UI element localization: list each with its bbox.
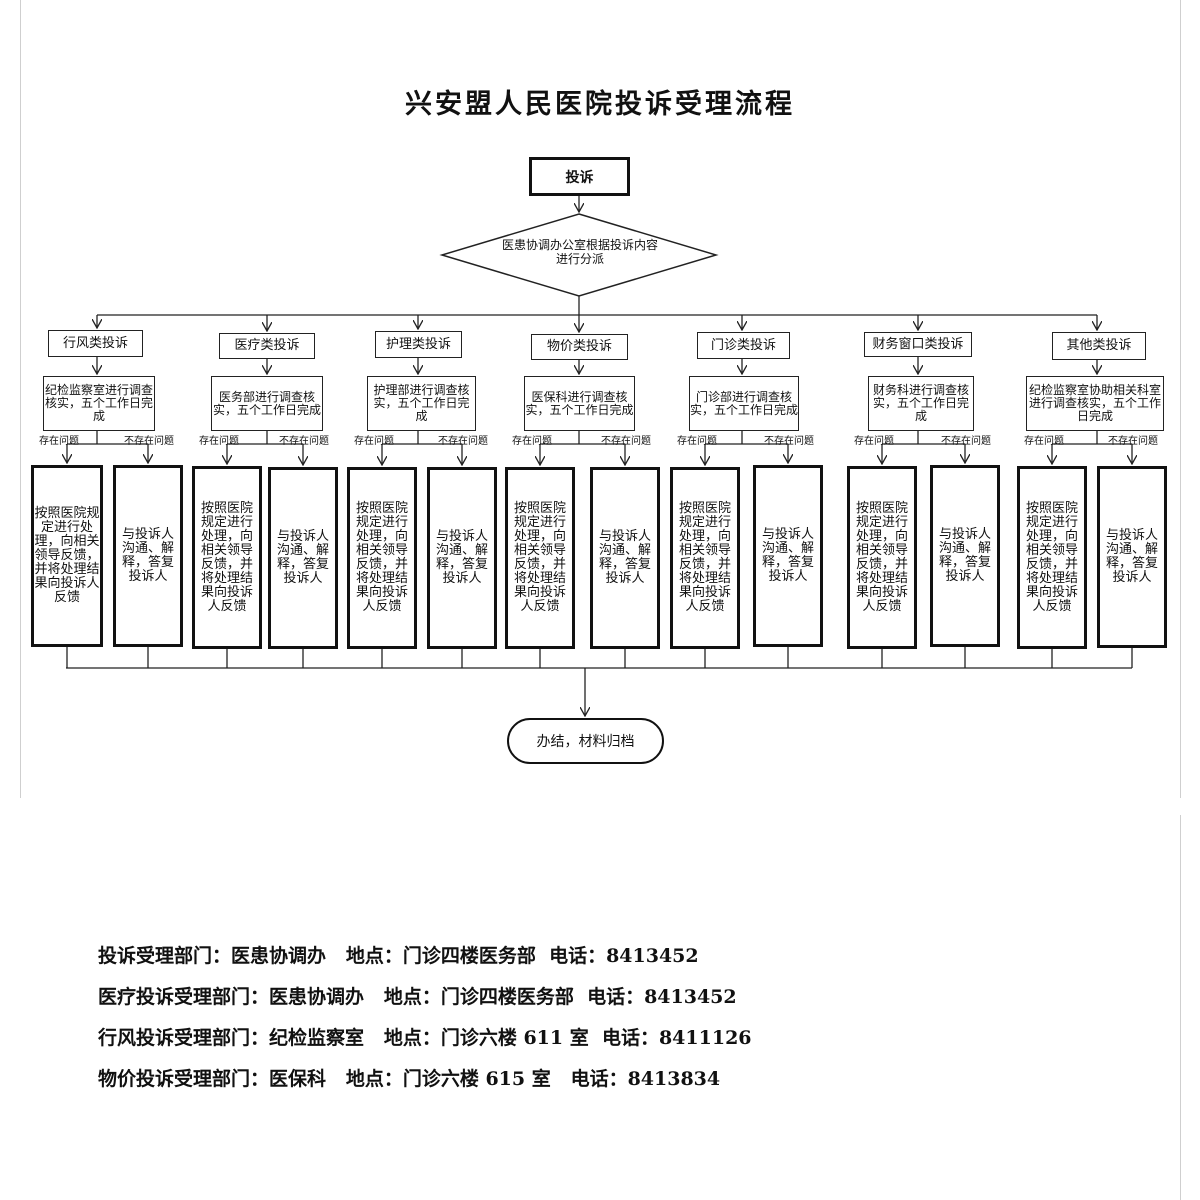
exists-label: 存在问题 [1024,436,1064,447]
connector-lines [0,196,1200,800]
outcome-explain-box-text: 与投诉人沟通、解释，答复投诉人 [435,529,488,586]
outcome-explain-box: 与投诉人沟通、解释，答复投诉人 [113,465,183,647]
exists-label: 存在问题 [199,436,239,447]
outcome-explain-box-text: 与投诉人沟通、解释，答复投诉人 [121,527,174,584]
category-box-text: 其他类投诉 [1066,338,1132,353]
category-box-text: 行风类投诉 [62,335,128,351]
category-box: 物价类投诉 [531,334,628,360]
not-exists-label: 不存在问题 [941,436,991,447]
investigation-box-text: 医务部进行调查核实，五个工作日完成 [212,389,321,417]
not-exists-label: 不存在问题 [438,436,488,447]
category-box-text: 门诊类投诉 [710,337,776,353]
outcome-explain-box-text: 与投诉人沟通、解释，答复投诉人 [1105,528,1158,585]
investigation-box: 护理部进行调查核实，五个工作日完成 [367,376,476,431]
investigation-box: 医务部进行调查核实，五个工作日完成 [211,376,323,431]
outcome-handle-box: 按照医院规定进行处理，向相关领导反馈，并将处理结果向投诉人反馈 [1017,466,1087,649]
outcome-handle-box: 按照医院规定进行处理，向相关领导反馈，并将处理结果向投诉人反馈 [31,465,103,647]
complaint-start-box: 投诉 [529,157,630,196]
not-exists-label: 不存在问题 [124,436,174,447]
category-box-text: 医疗类投诉 [234,338,300,353]
not-exists-label: 不存在问题 [1108,436,1158,447]
outcome-handle-box: 按照医院规定进行处理，向相关领导反馈，并将处理结果向投诉人反馈 [505,467,575,649]
outcome-handle-box: 按照医院规定进行处理，向相关领导反馈，并将处理结果向投诉人反馈 [670,467,740,649]
investigation-box: 纪检监察室进行调查核实，五个工作日完成 [43,376,155,431]
outcome-handle-box: 按照医院规定进行处理，向相关领导反馈，并将处理结果向投诉人反馈 [347,467,417,649]
category-box-text: 财务窗口类投诉 [872,336,964,352]
outcome-handle-box: 按照医院规定进行处理，向相关领导反馈，并将处理结果向投诉人反馈 [192,466,262,649]
exists-label: 存在问题 [512,436,552,447]
outcome-explain-box: 与投诉人沟通、解释，答复投诉人 [930,465,1000,647]
final-archive-box: 办结，材料归档 [507,718,664,764]
contact-info: 投诉受理部门：医患协调办 地点：门诊四楼医务部 电话：8413452 医疗投诉受… [98,936,752,1100]
dispatch-decision-text: 医患协调办公室根据投诉内容进行分派 [501,238,658,266]
page-border-left [20,0,21,798]
exists-label: 存在问题 [39,436,79,447]
not-exists-label: 不存在问题 [601,436,651,447]
outcome-explain-box: 与投诉人沟通、解释，答复投诉人 [590,467,660,649]
not-exists-label: 不存在问题 [764,436,814,447]
category-box-text: 护理类投诉 [385,336,451,352]
contact-row: 物价投诉受理部门：医保科 地点：门诊六楼 615 室 电话：8413834 [98,1068,721,1090]
outcome-handle-box-text: 按照医院规定进行处理，向相关领导反馈，并将处理结果向投诉人反馈 [855,500,908,614]
investigation-box-text: 纪检监察室协助相关科室进行调查核实，五个工作日完成 [1028,383,1161,423]
outcome-handle-box-text: 按照医院规定进行处理，向相关领导反馈，并将处理结果向投诉人反馈 [678,501,731,614]
not-exists-label: 不存在问题 [279,436,329,447]
page-title: 兴安盟人民医院投诉受理流程 [405,89,795,120]
investigation-box-text: 医保科进行调查核实，五个工作日完成 [525,389,634,417]
investigation-box-text: 门诊部进行调查核实，五个工作日完成 [690,389,799,417]
outcome-handle-box-text: 按照医院规定进行处理，向相关领导反馈，并将处理结果向投诉人反馈 [513,501,566,614]
outcome-handle-box-text: 按照医院规定进行处理，向相关领导反馈，并将处理结果向投诉人反馈 [355,501,408,614]
exists-label: 存在问题 [854,436,894,447]
category-box: 其他类投诉 [1052,332,1146,360]
contact-row: 医疗投诉受理部门：医患协调办 地点：门诊四楼医务部 电话：8413452 [98,986,737,1008]
category-box: 门诊类投诉 [697,332,790,359]
outcome-explain-box-text: 与投诉人沟通、解释，答复投诉人 [276,529,329,586]
exists-label: 存在问题 [354,436,394,447]
investigation-box: 财务科进行调查核实，五个工作日完成 [868,376,974,431]
outcome-explain-box: 与投诉人沟通、解释，答复投诉人 [427,467,497,649]
outcome-handle-box-text: 按照医院规定进行处理，向相关领导反馈，并将处理结果向投诉人反馈 [34,506,100,605]
investigation-box: 纪检监察室协助相关科室进行调查核实，五个工作日完成 [1026,376,1164,431]
investigation-box: 医保科进行调查核实，五个工作日完成 [524,376,635,431]
investigation-box-text: 纪检监察室进行调查核实，五个工作日完成 [44,383,153,423]
outcome-explain-box-text: 与投诉人沟通、解释，答复投诉人 [598,529,651,586]
outcome-explain-box: 与投诉人沟通、解释，答复投诉人 [753,465,823,647]
outcome-handle-box-text: 按照医院规定进行处理，向相关领导反馈，并将处理结果向投诉人反馈 [200,500,253,614]
outcome-handle-box: 按照医院规定进行处理，向相关领导反馈，并将处理结果向投诉人反馈 [847,466,917,649]
investigation-box: 门诊部进行调查核实，五个工作日完成 [689,376,799,431]
investigation-box-text: 财务科进行调查核实，五个工作日完成 [872,383,969,423]
page-border-right [1180,0,1181,798]
exists-label: 存在问题 [677,436,717,447]
contact-row: 投诉受理部门：医患协调办 地点：门诊四楼医务部 电话：8413452 [98,945,699,967]
category-box: 财务窗口类投诉 [864,332,972,357]
investigation-box-text: 护理部进行调查核实，五个工作日完成 [373,383,470,423]
category-box: 护理类投诉 [375,331,462,358]
outcome-explain-box: 与投诉人沟通、解释，答复投诉人 [1097,466,1167,648]
category-box-text: 物价类投诉 [546,339,612,354]
outcome-explain-box: 与投诉人沟通、解释，答复投诉人 [268,467,338,649]
contact-row: 行风投诉受理部门：纪检监察室 地点：门诊六楼 611 室 电话：8411126 [98,1027,752,1049]
outcome-handle-box-text: 按照医院规定进行处理，向相关领导反馈，并将处理结果向投诉人反馈 [1025,500,1078,614]
category-box: 行风类投诉 [48,330,143,357]
page-border-right-lower [1180,815,1181,1200]
outcome-explain-box-text: 与投诉人沟通、解释，答复投诉人 [938,527,991,584]
outcome-explain-box-text: 与投诉人沟通、解释，答复投诉人 [761,527,814,584]
category-box: 医疗类投诉 [219,333,315,359]
